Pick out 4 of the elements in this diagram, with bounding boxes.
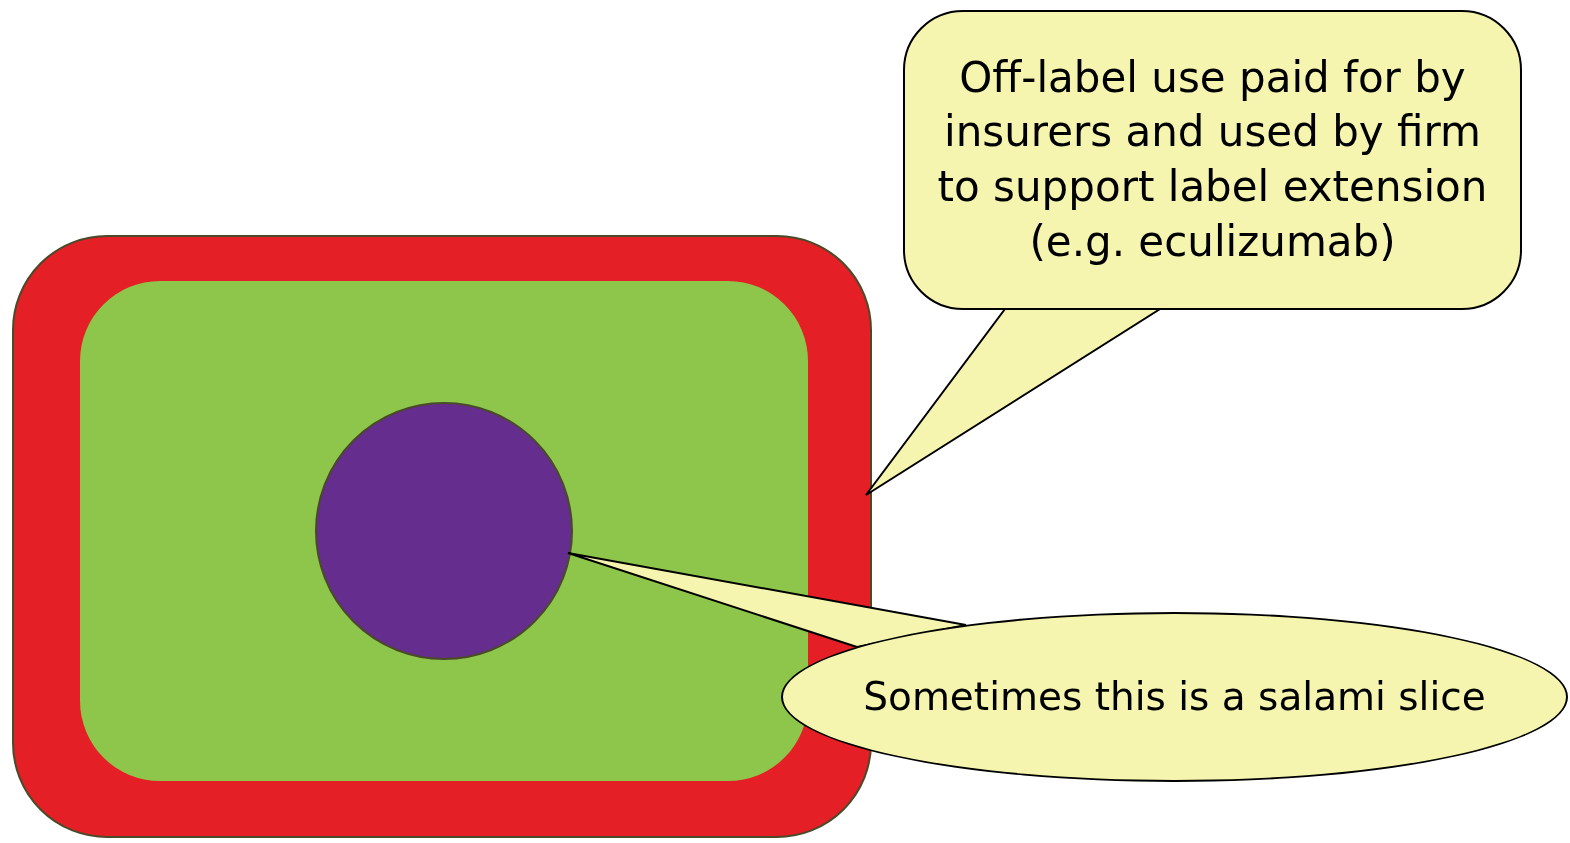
callout-text: Off-label use paid for by insurers and used by firm to support label extension (e.g. eculizumab) bbox=[936, 51, 1489, 268]
leader-line bbox=[567, 552, 967, 648]
callout-text: Sometimes this is a salami slice bbox=[863, 672, 1486, 721]
inner-panel bbox=[80, 281, 808, 781]
